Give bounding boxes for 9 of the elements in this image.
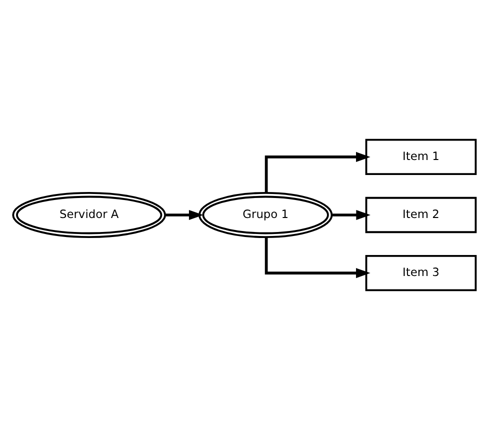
arrow (264, 152, 370, 193)
node-ellipse: Servidor A (12, 192, 166, 238)
node-box: Item 1 (365, 138, 477, 176)
node-box: Item 2 (365, 196, 477, 234)
node-box: Item 3 (365, 254, 477, 292)
arrow (164, 210, 204, 220)
arrow (264, 237, 370, 278)
node-ellipse: Grupo 1 (198, 192, 333, 238)
arrow (332, 210, 370, 220)
